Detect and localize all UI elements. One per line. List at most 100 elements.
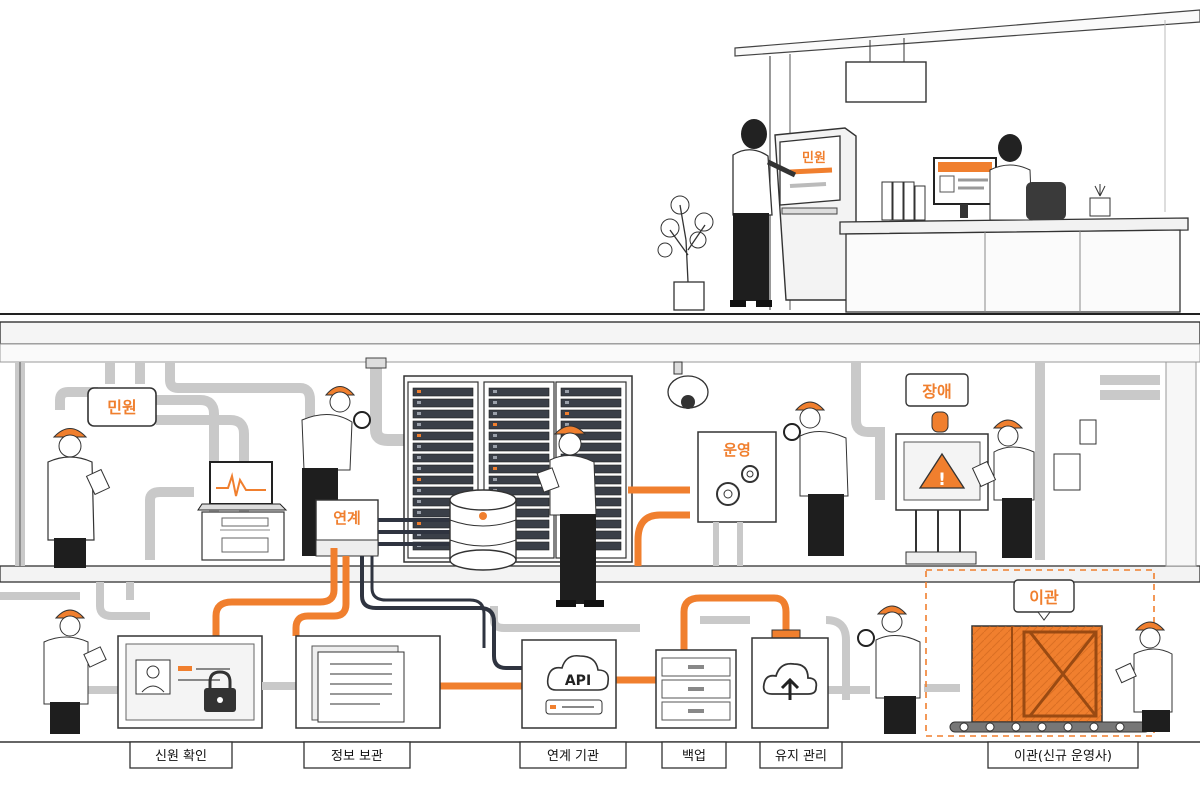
reception-desk — [839, 134, 1189, 313]
rack-unit — [488, 420, 550, 430]
tag-link-text: 연계 — [333, 509, 361, 527]
rack-led — [417, 423, 421, 426]
rack-led — [565, 412, 569, 415]
kiosk[interactable]: 민원 — [774, 127, 857, 301]
migration-zone: 이관 — [925, 569, 1155, 737]
rack-unit — [412, 387, 474, 397]
worker-tablet-left — [43, 609, 107, 734]
worker-magnifier-3 — [857, 605, 921, 734]
rack-led — [493, 445, 497, 448]
rack-unit — [560, 420, 622, 430]
rack-unit — [560, 398, 622, 408]
svg-text:유지 관리: 유지 관리 — [775, 749, 827, 764]
rack-led — [493, 390, 497, 393]
rack-unit — [488, 442, 550, 452]
rack-led — [417, 390, 421, 393]
api-label: API — [565, 673, 591, 689]
rack-led — [417, 478, 421, 481]
rack-led — [493, 412, 497, 415]
bottom-labels: 신원 확인 정보 보관 연계 기관 백업 유지 관리 이관(신규 운영사) — [129, 741, 1139, 769]
rack-led — [565, 401, 569, 404]
gear-icon — [716, 465, 759, 506]
tag-civil: 민원 — [87, 387, 157, 427]
fault-alarm-box: ! — [895, 411, 989, 565]
rack-led — [493, 423, 497, 426]
worker-clipboard-left — [47, 428, 111, 568]
database-icon — [449, 489, 517, 571]
rack-led — [493, 401, 497, 404]
tag-migration-text: 이관 — [1029, 588, 1059, 607]
identity-box — [117, 635, 263, 729]
svg-text:백업: 백업 — [682, 749, 706, 764]
floor-slab — [0, 321, 1200, 743]
svg-text:연계 기관: 연계 기관 — [547, 749, 599, 764]
rack-led — [493, 456, 497, 459]
rack-led — [417, 511, 421, 514]
rack-unit — [488, 387, 550, 397]
worker-tablet-right — [1115, 621, 1173, 732]
worker-clipboard-center — [536, 425, 604, 607]
label-backup: 백업 — [661, 741, 727, 769]
rack-unit — [560, 431, 622, 441]
tag-ops-text: 운영 — [723, 441, 751, 459]
rack-led — [417, 445, 421, 448]
worker-magnifier-2 — [783, 401, 849, 556]
rack-led — [417, 500, 421, 503]
rack-led — [493, 478, 497, 481]
crate-icon — [971, 625, 1103, 723]
tag-fault: 장애 — [905, 373, 969, 407]
warning-icon: ! — [918, 452, 966, 490]
backup-storage — [655, 649, 737, 729]
security-camera-icon — [667, 361, 709, 409]
rack-led — [417, 401, 421, 404]
rack-unit — [560, 409, 622, 419]
server-racks — [403, 375, 633, 563]
operations-panel: 운영 — [697, 431, 777, 566]
rack-unit — [412, 409, 474, 419]
rack-unit — [412, 475, 474, 485]
rack-unit — [412, 453, 474, 463]
ceiling-sign — [845, 61, 927, 103]
svg-text:정보 보관: 정보 보관 — [331, 749, 383, 764]
lower-floor: API — [0, 548, 1173, 737]
label-migration: 이관(신규 운영사) — [987, 741, 1139, 769]
rack-unit — [488, 431, 550, 441]
rack-led — [417, 467, 421, 470]
rack-unit — [488, 398, 550, 408]
rack-unit — [412, 398, 474, 408]
rack-led — [417, 533, 421, 536]
tag-civil-text: 민원 — [107, 398, 136, 417]
top-floor: 민원 — [0, 9, 1200, 315]
svg-text:이관(신규 운영사): 이관(신규 운영사) — [1014, 749, 1112, 764]
cloud-upload-icon — [762, 662, 818, 700]
lock-icon — [204, 670, 236, 712]
id-card-icon — [135, 659, 230, 695]
rack-led — [493, 467, 497, 470]
rack-led — [417, 434, 421, 437]
rack-led — [565, 423, 569, 426]
rack-unit — [412, 442, 474, 452]
svg-text:신원 확인: 신원 확인 — [155, 749, 207, 764]
rack-unit — [488, 409, 550, 419]
rack-led — [493, 434, 497, 437]
label-storage: 정보 보관 — [303, 741, 411, 769]
potted-plant — [657, 195, 714, 311]
rack-led — [417, 489, 421, 492]
rack-unit — [488, 453, 550, 463]
rack-unit — [412, 420, 474, 430]
rack-unit — [412, 464, 474, 474]
rack-led — [417, 412, 421, 415]
rack-unit — [560, 387, 622, 397]
document-storage-box — [295, 635, 441, 729]
label-maintenance: 유지 관리 — [759, 741, 843, 769]
visitor-woman — [730, 119, 797, 307]
api-gateway-box: API — [521, 639, 617, 729]
laptop-desk — [197, 461, 288, 561]
middle-floor: 민원 — [15, 357, 1197, 607]
svg-text:!: ! — [938, 470, 946, 490]
worker-clipboard-right — [971, 419, 1035, 558]
kiosk-label: 민원 — [802, 150, 826, 166]
tag-fault-text: 장애 — [922, 382, 951, 401]
